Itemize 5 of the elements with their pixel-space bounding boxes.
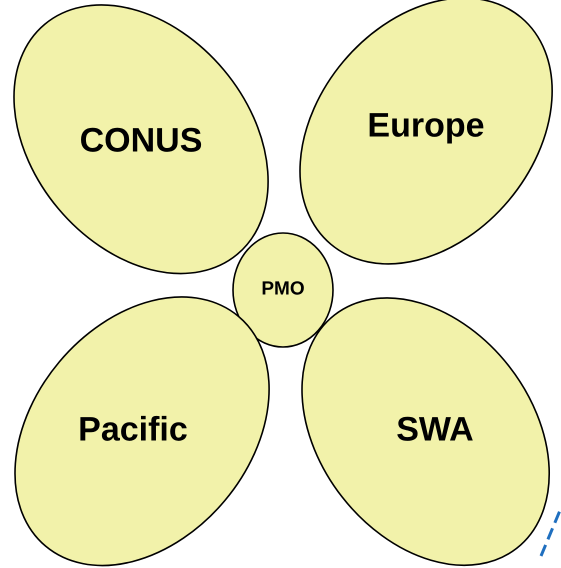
region-label: PMO — [261, 278, 305, 302]
region-label: Pacific — [78, 410, 188, 450]
region-label: CONUS — [80, 120, 202, 162]
region-label: SWA — [396, 410, 474, 450]
region-label: Europe — [367, 106, 485, 146]
